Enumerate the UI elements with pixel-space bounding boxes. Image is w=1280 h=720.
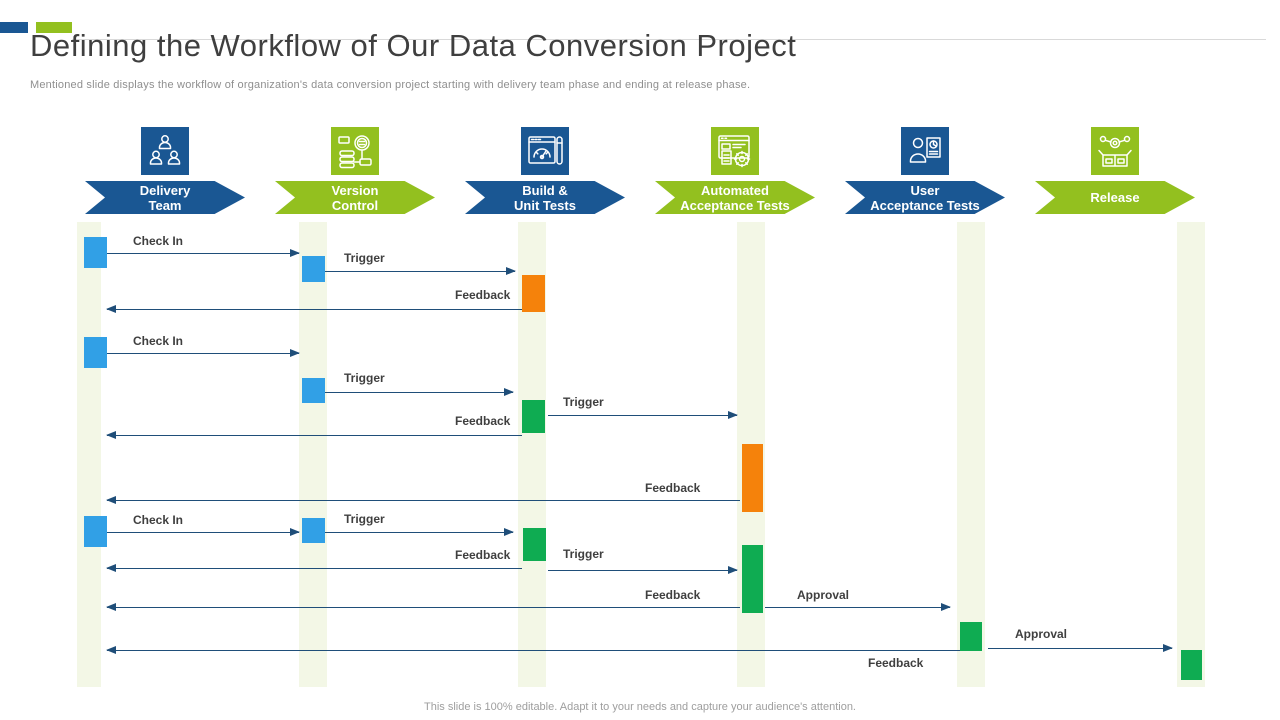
activation-box <box>84 516 107 547</box>
automated-acceptance-tests-icon <box>711 127 759 175</box>
lifeline-user-acceptance-tests <box>957 222 985 687</box>
message-arrow-feedback <box>106 603 740 611</box>
message-arrow-trigger <box>548 411 738 419</box>
message-label: Trigger <box>563 547 604 561</box>
message-arrow-trigger <box>548 566 738 574</box>
message-label: Approval <box>1015 627 1068 641</box>
phase-banner-build-unit-tests: Build & Unit Tests <box>465 181 625 214</box>
phase-label: Acceptance Tests <box>680 197 790 213</box>
message-label: Check In <box>133 334 184 348</box>
phase-banner-release: Release <box>1035 181 1195 214</box>
phase-label: Unit Tests <box>514 197 576 213</box>
message-label: Check In <box>133 234 184 248</box>
message-arrow-approval <box>765 603 951 611</box>
release-icon <box>1091 127 1139 175</box>
lifeline-delivery-team <box>77 222 101 687</box>
message-arrow-check-in <box>106 349 300 357</box>
message-label: Feedback <box>455 414 511 428</box>
message-label: Check In <box>133 513 184 527</box>
message-label: Trigger <box>344 251 385 265</box>
activation-box <box>742 545 763 613</box>
message-arrow-feedback <box>106 431 522 439</box>
message-arrow-feedback <box>106 564 522 572</box>
build-unit-tests-icon <box>521 127 569 175</box>
header-divider <box>72 39 1266 40</box>
phase-label: Team <box>148 197 182 213</box>
activation-box <box>1181 650 1202 680</box>
phase-label: Version <box>331 182 379 198</box>
message-label: Feedback <box>455 288 511 302</box>
phase-label: Acceptance Tests <box>870 197 980 213</box>
activation-box <box>302 256 325 282</box>
phase-banner-delivery-team: Delivery Team <box>85 181 245 214</box>
lifeline-release <box>1177 222 1205 687</box>
activation-box <box>302 518 325 543</box>
page-title: Defining the Workflow of Our Data Conver… <box>30 28 797 63</box>
footer-note: This slide is 100% editable. Adapt it to… <box>424 701 856 713</box>
message-arrow-check-in <box>106 528 300 536</box>
message-label: Trigger <box>344 371 385 385</box>
message-label: Trigger <box>563 395 604 409</box>
lifeline-version-control <box>299 222 327 687</box>
message-arrow-trigger <box>325 528 514 536</box>
phase-label: Automated <box>701 182 769 198</box>
message-label: Approval <box>797 588 850 602</box>
message-arrow-trigger <box>325 388 514 396</box>
phase-label: Release <box>1090 190 1140 205</box>
message-arrow-check-in <box>106 249 300 257</box>
phase-label: Control <box>331 197 379 213</box>
accent-bar-green <box>36 22 72 33</box>
phase-label: Build & <box>522 182 568 198</box>
phase-banner-automated-acceptance-tests: Automated Acceptance Tests <box>655 181 815 214</box>
user-acceptance-tests-icon <box>901 127 949 175</box>
message-arrow-feedback <box>106 305 522 313</box>
activation-box <box>522 400 545 433</box>
message-label: Trigger <box>344 512 385 526</box>
message-label: Feedback <box>455 548 511 562</box>
activation-box <box>523 528 546 561</box>
phase-label: Delivery <box>139 182 191 198</box>
activation-box <box>84 337 107 368</box>
message-arrow-feedback <box>106 646 960 654</box>
phase-label: User <box>910 182 940 198</box>
activation-box <box>522 275 545 312</box>
message-arrow-trigger <box>325 267 516 275</box>
activation-box <box>960 622 982 651</box>
activation-box <box>84 237 107 268</box>
message-label: Feedback <box>868 656 924 670</box>
version-control-icon <box>331 127 379 175</box>
message-label: Feedback <box>645 588 701 602</box>
message-arrow-feedback <box>106 496 740 504</box>
phase-banner-user-acceptance-tests: User Acceptance Tests <box>845 181 1005 214</box>
activation-box <box>302 378 325 403</box>
message-arrow-approval <box>988 644 1173 652</box>
message-label: Feedback <box>645 481 701 495</box>
page-subtitle: Mentioned slide displays the workflow of… <box>30 79 751 91</box>
delivery-team-icon <box>141 127 189 175</box>
activation-box <box>742 444 763 512</box>
accent-bar-blue <box>0 22 28 33</box>
phase-banner-version-control: Version Control <box>275 181 435 214</box>
